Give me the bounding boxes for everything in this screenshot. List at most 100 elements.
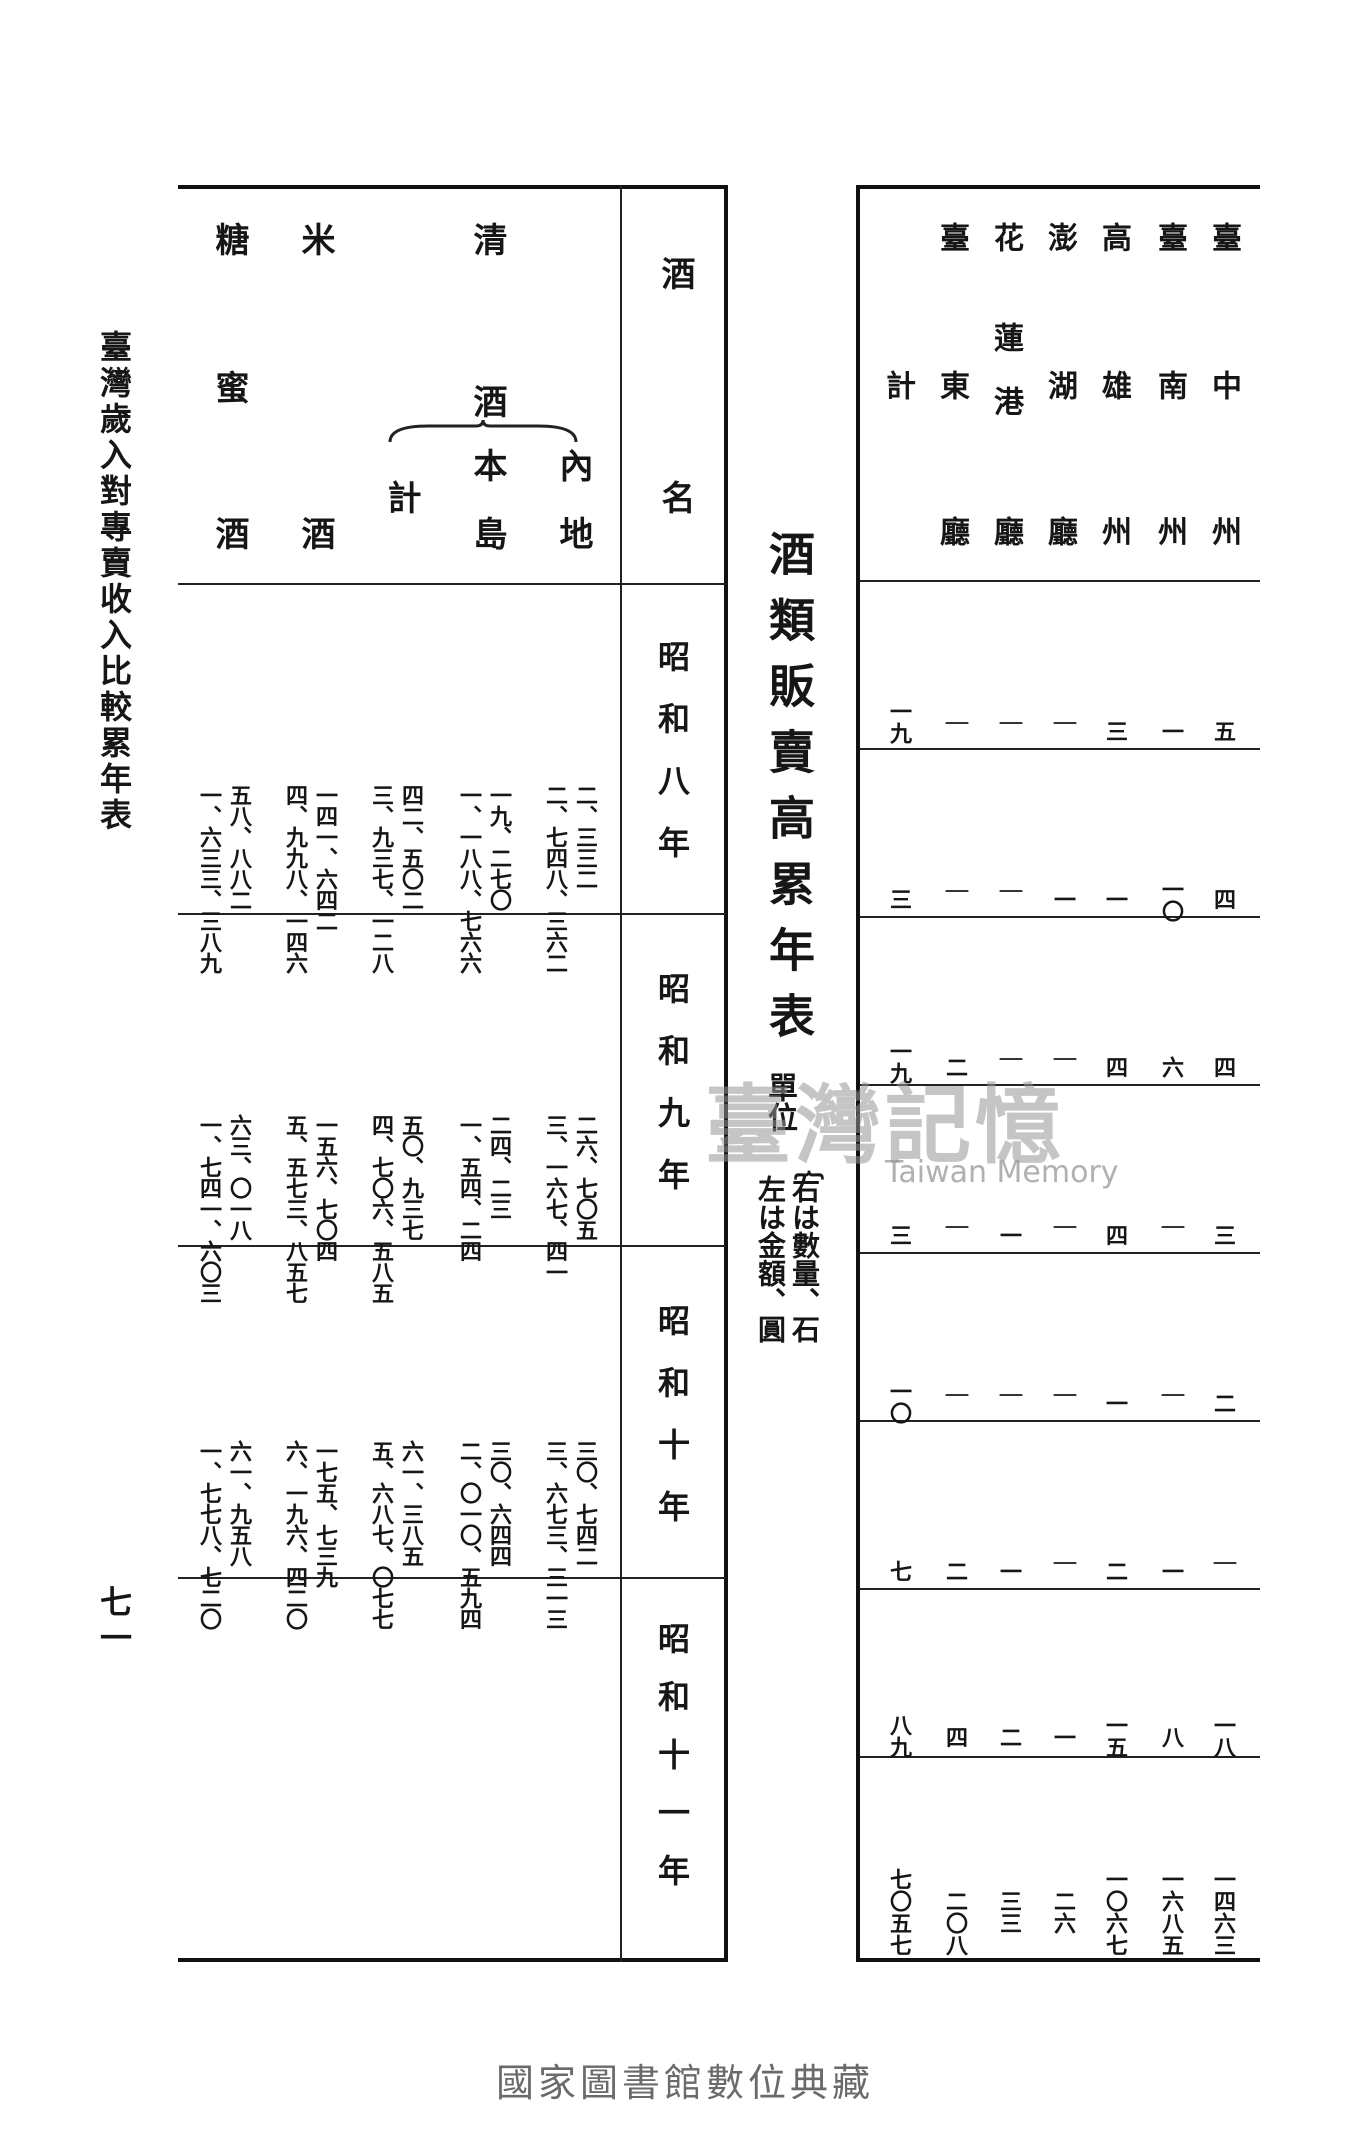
- value-cell: 一五六、七〇四: [312, 1114, 338, 1261]
- value-cell: 五八、八八二: [226, 784, 252, 910]
- value-cell: 六三、〇一八: [226, 1114, 252, 1240]
- unit-label: 單位: [762, 1072, 797, 1132]
- region-header: 雄: [1096, 370, 1131, 400]
- region-value: 七〇五七: [886, 1868, 912, 1956]
- region-header: 蓮港: [988, 322, 1023, 450]
- region-value: ｜: [1158, 1384, 1184, 1406]
- region-header: 湖: [1042, 370, 1077, 400]
- right-table-row-rule: [860, 1084, 1260, 1086]
- region-value: 三: [886, 888, 912, 910]
- unit-right-note: 右は數量、石: [788, 1175, 821, 1343]
- region-value: 一九: [886, 1040, 912, 1084]
- region-value: 一四六三: [1210, 1868, 1236, 1956]
- year-label-showa-9: 昭和九年: [653, 972, 691, 1220]
- region-value: 一: [996, 1224, 1022, 1246]
- row-label-toumitsu-top: 糖: [209, 222, 249, 256]
- region-value: 一九: [886, 700, 912, 744]
- row-label-toumitsu-bottom: 酒: [209, 516, 249, 550]
- left-table-label-divider: [620, 185, 622, 1962]
- region-value: 五: [1210, 720, 1236, 742]
- region-value: ｜: [1158, 1216, 1184, 1238]
- region-value: 二: [942, 1056, 968, 1078]
- region-value: 二: [1102, 1560, 1128, 1582]
- value-cell: 一七五、七三九: [312, 1440, 338, 1587]
- row-label-beishu-bottom: 酒: [295, 516, 335, 550]
- region-value: 四: [1210, 1056, 1236, 1078]
- value-cell: 二、七四八、三六二: [542, 784, 568, 973]
- region-header: 澎: [1042, 222, 1077, 252]
- region-value: ｜: [942, 1384, 968, 1406]
- value-cell: 一九、二七〇: [486, 784, 512, 910]
- region-value: 四: [1102, 1224, 1128, 1246]
- row-label-hontou-top: 本: [467, 448, 507, 482]
- region-header: 州: [1096, 516, 1131, 546]
- region-header: 廳: [988, 516, 1023, 546]
- region-value: ｜: [1050, 1552, 1076, 1574]
- left-table-year-rule-1: [178, 913, 726, 915]
- right-table-header-rule: [860, 580, 1260, 582]
- row-label-naichi-bottom: 地: [553, 516, 593, 550]
- region-value: ｜: [942, 712, 968, 734]
- region-value: 二六: [1050, 1890, 1076, 1934]
- region-value: 一: [1050, 888, 1076, 910]
- region-header: 廳: [934, 516, 969, 546]
- value-cell: 一四一、六四二: [312, 784, 338, 931]
- watermark-subtitle: Taiwan Memory: [885, 1155, 1119, 1190]
- year-label-showa-11: 昭和十一年: [653, 1622, 691, 1912]
- right-table-row-rule: [860, 1588, 1260, 1590]
- unit-left-note: 左は金額、圓: [754, 1175, 787, 1343]
- region-value: 一: [1102, 888, 1128, 910]
- region-value: 三: [1210, 1224, 1236, 1246]
- row-label-beishu-top: 米: [295, 222, 335, 256]
- year-label-showa-10: 昭和十年: [653, 1304, 691, 1552]
- region-value: ｜: [996, 1384, 1022, 1406]
- value-cell: 一、七四一、六〇三: [196, 1114, 222, 1303]
- region-value: 一: [1050, 1726, 1076, 1748]
- center-title: 酒類販賣高累年表: [762, 530, 816, 1058]
- seishu-bracket: [388, 420, 578, 443]
- header-label-bottom: 名: [655, 480, 695, 514]
- region-value: 一五: [1102, 1714, 1128, 1758]
- region-value: 一六八五: [1158, 1868, 1184, 1956]
- region-value: 四: [1210, 888, 1236, 910]
- region-value: 一: [996, 1560, 1022, 1582]
- right-table-bottom-rule: [856, 1958, 1260, 1962]
- region-header: 廳: [1042, 516, 1077, 546]
- region-value: ｜: [996, 712, 1022, 734]
- row-label-seishu-top: 清: [467, 222, 507, 256]
- region-header: 計: [880, 370, 915, 400]
- value-cell: 二四、二三: [486, 1114, 512, 1219]
- right-table-row-rule: [860, 748, 1260, 750]
- region-value: 四: [942, 1726, 968, 1748]
- region-header: 花: [988, 222, 1023, 252]
- region-value: 一〇: [1158, 878, 1184, 922]
- value-cell: 三、六七三、三一三: [542, 1440, 568, 1629]
- row-label-seishu-sub: 酒: [467, 384, 507, 418]
- region-value: 二: [942, 1560, 968, 1582]
- region-value: ｜: [1210, 1552, 1236, 1574]
- region-value: ｜: [1050, 712, 1076, 734]
- region-value: ｜: [942, 1216, 968, 1238]
- value-cell: 五〇、九三七: [398, 1114, 424, 1240]
- region-value: 八: [1158, 1726, 1184, 1748]
- value-cell: 二六、七〇五: [572, 1114, 598, 1240]
- region-value: ｜: [996, 880, 1022, 902]
- right-table-top-rule: [856, 185, 1260, 189]
- left-table-right-rule: [724, 185, 728, 1962]
- region-value: 三: [1102, 720, 1128, 742]
- left-table-bottom-rule: [178, 1958, 726, 1962]
- region-value: 一〇六七: [1102, 1868, 1128, 1956]
- row-label-hontou-bottom: 島: [467, 516, 507, 550]
- value-cell: 三、一六七、四一: [542, 1114, 568, 1282]
- value-cell: 三、九三七、一二八: [368, 784, 394, 973]
- page-number: 七一: [95, 1585, 133, 1657]
- value-cell: 五、五七三、八五七: [282, 1114, 308, 1303]
- value-cell: 三〇、六四四: [486, 1440, 512, 1566]
- region-value: 二〇八: [942, 1890, 968, 1956]
- region-value: 四: [1102, 1056, 1128, 1078]
- left-table-year-rule-2: [178, 1245, 726, 1247]
- region-header: 州: [1206, 516, 1241, 546]
- value-cell: 四、七〇六、五八五: [368, 1114, 394, 1303]
- left-table-header-rule: [178, 583, 726, 585]
- right-table-row-rule: [860, 1420, 1260, 1422]
